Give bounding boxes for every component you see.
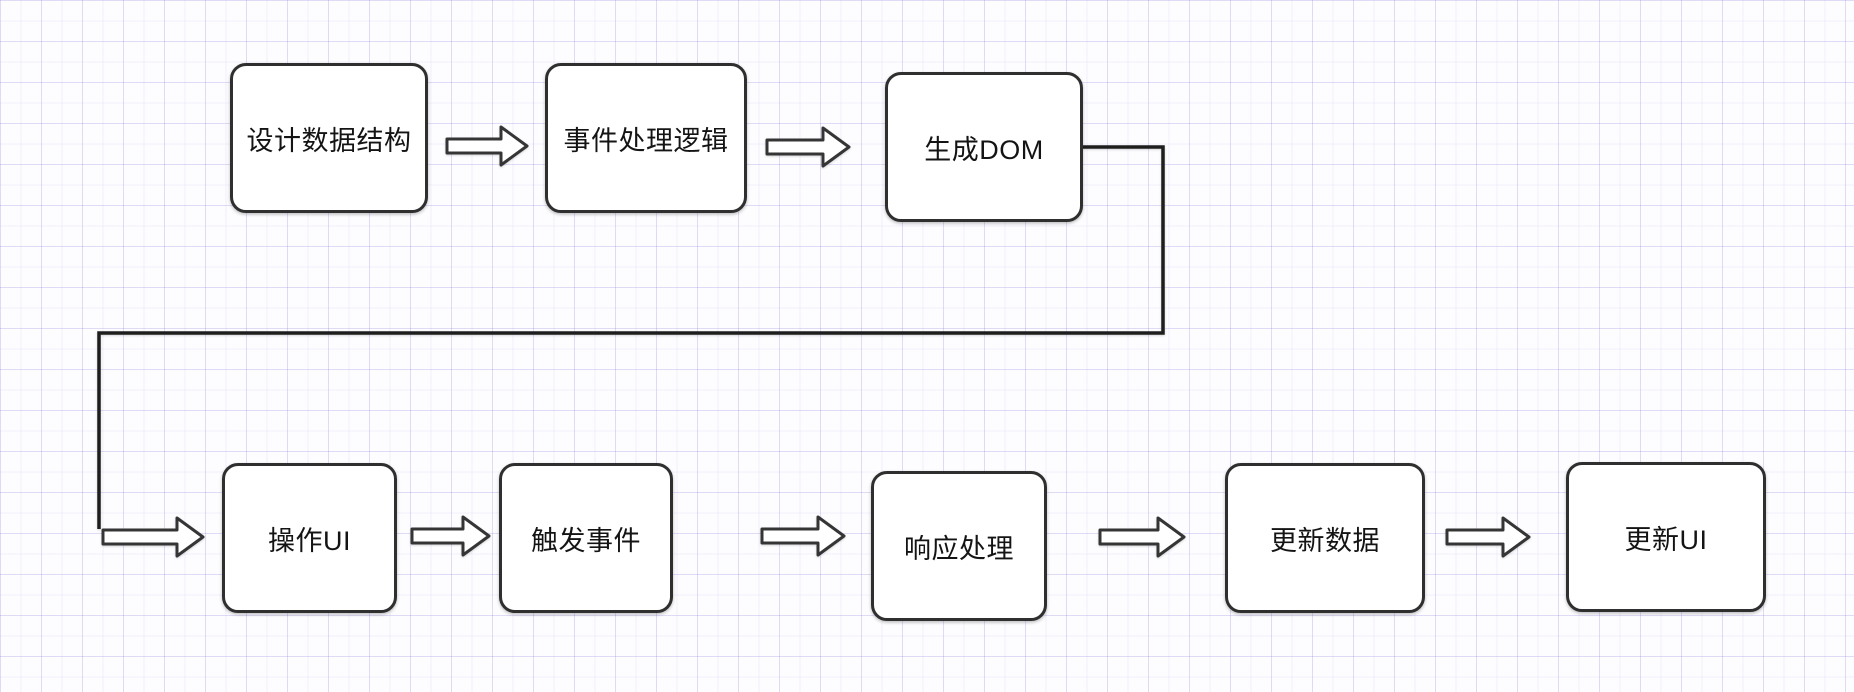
node-update-data[interactable]: 更新数据 [1225,463,1425,613]
node-operate-ui[interactable]: 操作UI [222,463,397,613]
node-update-ui[interactable]: 更新UI [1566,462,1766,612]
node-event-handling-logic[interactable]: 事件处理逻辑 [545,63,747,213]
block-arrow-into-operate-ui[interactable] [101,516,205,558]
node-label: 更新数据 [1270,525,1380,556]
node-generate-dom[interactable]: 生成DOM [885,72,1083,222]
block-arrow-operate-ui-to-trigger-event[interactable] [410,515,491,557]
block-arrow-trigger-event-to-response[interactable] [760,515,846,557]
node-response-handling[interactable]: 响应处理 [871,471,1047,621]
node-label: 更新UI [1624,524,1708,555]
block-arrow-design-to-event[interactable] [445,125,529,167]
node-label: 生成DOM [924,134,1044,165]
node-label: 触发事件 [531,525,641,556]
node-trigger-event[interactable]: 触发事件 [499,463,673,613]
elbow-connector-generate-dom-to-operate-ui[interactable] [97,145,1165,529]
node-label: 事件处理逻辑 [563,125,729,156]
block-arrow-event-to-generate-dom[interactable] [765,126,851,168]
node-label: 操作UI [268,525,351,556]
node-label: 设计数据结构 [246,125,412,156]
block-arrow-update-data-to-update-ui[interactable] [1445,516,1531,558]
node-design-data-structure[interactable]: 设计数据结构 [230,63,428,213]
node-label: 响应处理 [904,533,1014,564]
block-arrow-response-to-update-data[interactable] [1098,516,1186,558]
